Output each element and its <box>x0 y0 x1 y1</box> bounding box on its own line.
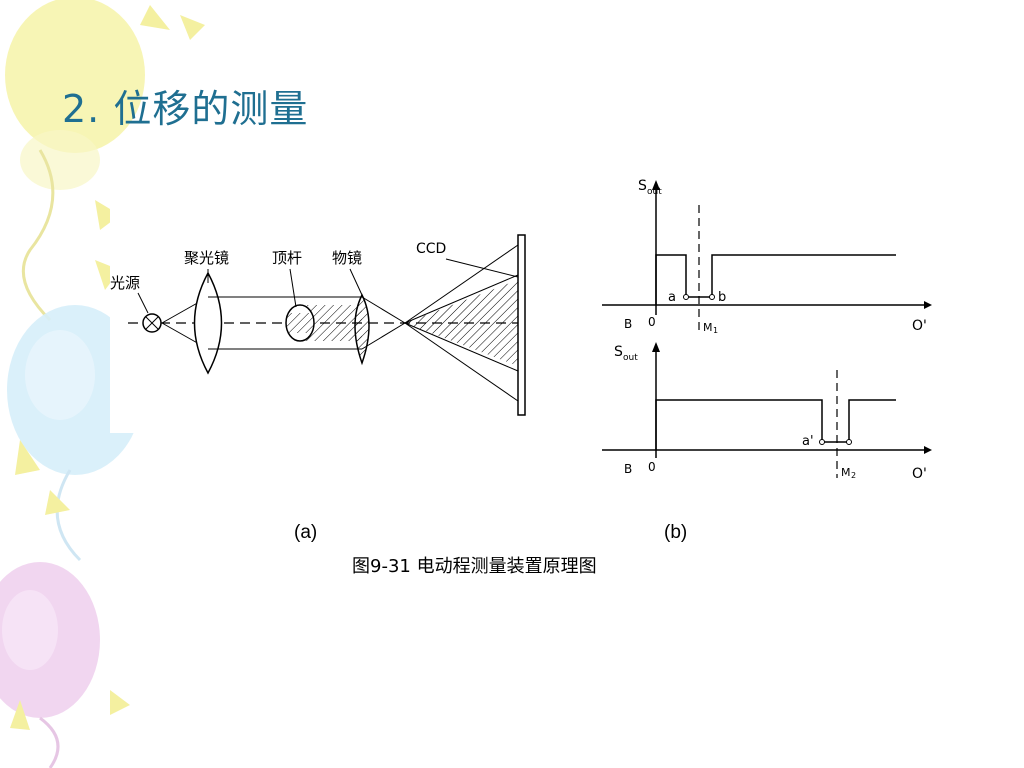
svg-text:out: out <box>623 353 638 363</box>
condenser-lens <box>193 271 223 375</box>
svg-text:out: out <box>647 187 662 197</box>
probe-rod <box>285 304 315 342</box>
svg-text:B: B <box>624 462 632 476</box>
slide-title: 2. 位移的测量 <box>62 87 309 131</box>
svg-text:M: M <box>841 466 851 479</box>
figure-caption: 图9-31 电动程测量装置原理图 <box>352 556 597 577</box>
label-condenser-lens: 聚光镜 <box>184 249 229 267</box>
objective-lens <box>354 293 370 366</box>
svg-text:M: M <box>703 321 713 334</box>
caption-b: (b) <box>664 522 688 543</box>
label-ccd: CCD <box>416 241 446 257</box>
ccd-plate <box>517 234 526 416</box>
label-probe-rod: 顶杆 <box>272 249 302 267</box>
signal-graph-top: S out a b B 0 M 1 O' <box>602 178 932 335</box>
yellow-balloon <box>5 0 145 153</box>
svg-text:O': O' <box>912 318 927 334</box>
label-light-source: 光源 <box>110 274 140 292</box>
svg-text:2: 2 <box>851 471 856 480</box>
svg-text:b: b <box>718 290 726 305</box>
svg-text:B: B <box>624 317 632 331</box>
signal-graphs-diagram: S out a b B 0 M 1 O' S out a' B 0 M 2 <box>594 160 944 495</box>
svg-text:S: S <box>614 344 623 360</box>
svg-text:0: 0 <box>648 460 656 474</box>
svg-text:O': O' <box>912 466 927 482</box>
optical-setup-diagram: 光源 聚光镜 顶杆 物镜 CCD <box>110 155 542 433</box>
light-source <box>142 313 162 333</box>
svg-text:0: 0 <box>648 315 656 329</box>
label-objective-lens: 物镜 <box>332 249 362 267</box>
caption-a: (a) <box>294 522 318 543</box>
signal-graph-bottom: S out a' B 0 M 2 O' <box>602 342 932 482</box>
svg-text:S: S <box>638 178 647 194</box>
svg-text:1: 1 <box>713 326 718 335</box>
svg-text:a: a <box>668 290 676 305</box>
svg-text:a': a' <box>802 434 814 449</box>
